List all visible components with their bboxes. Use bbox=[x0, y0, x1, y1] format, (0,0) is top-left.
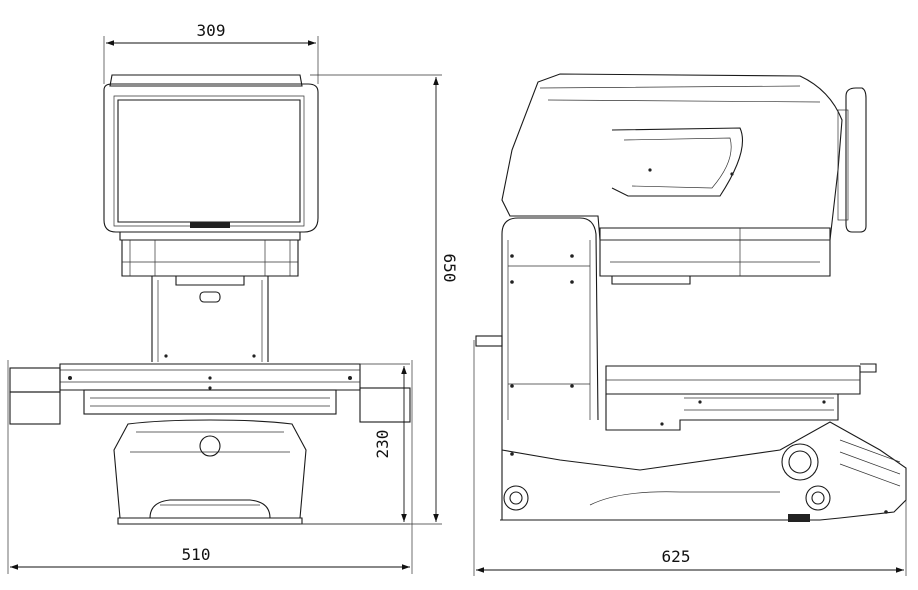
dim-label-510: 510 bbox=[182, 545, 211, 564]
dim-label-230: 230 bbox=[373, 430, 392, 459]
front-view: 309 650 230 510 bbox=[7, 21, 459, 574]
column-side bbox=[475, 217, 599, 520]
side-view: 625 bbox=[473, 73, 907, 576]
stage-front bbox=[9, 363, 411, 425]
column-front bbox=[151, 276, 269, 362]
dim-top-width: 309 bbox=[103, 21, 319, 84]
base-side bbox=[500, 421, 907, 522]
dim-label-309: 309 bbox=[197, 21, 226, 40]
head-lower-side bbox=[599, 227, 831, 285]
head-body-front bbox=[119, 231, 301, 286]
dim-side-depth: 625 bbox=[473, 340, 907, 576]
dim-base-width: 510 bbox=[7, 360, 413, 574]
dim-label-650: 650 bbox=[440, 254, 459, 283]
monitor-front bbox=[103, 74, 319, 233]
stage-side bbox=[605, 363, 877, 431]
head-housing-side bbox=[501, 73, 867, 241]
dim-label-625: 625 bbox=[662, 547, 691, 566]
dim-table-height: 230 bbox=[302, 363, 410, 525]
base-front bbox=[113, 419, 307, 525]
